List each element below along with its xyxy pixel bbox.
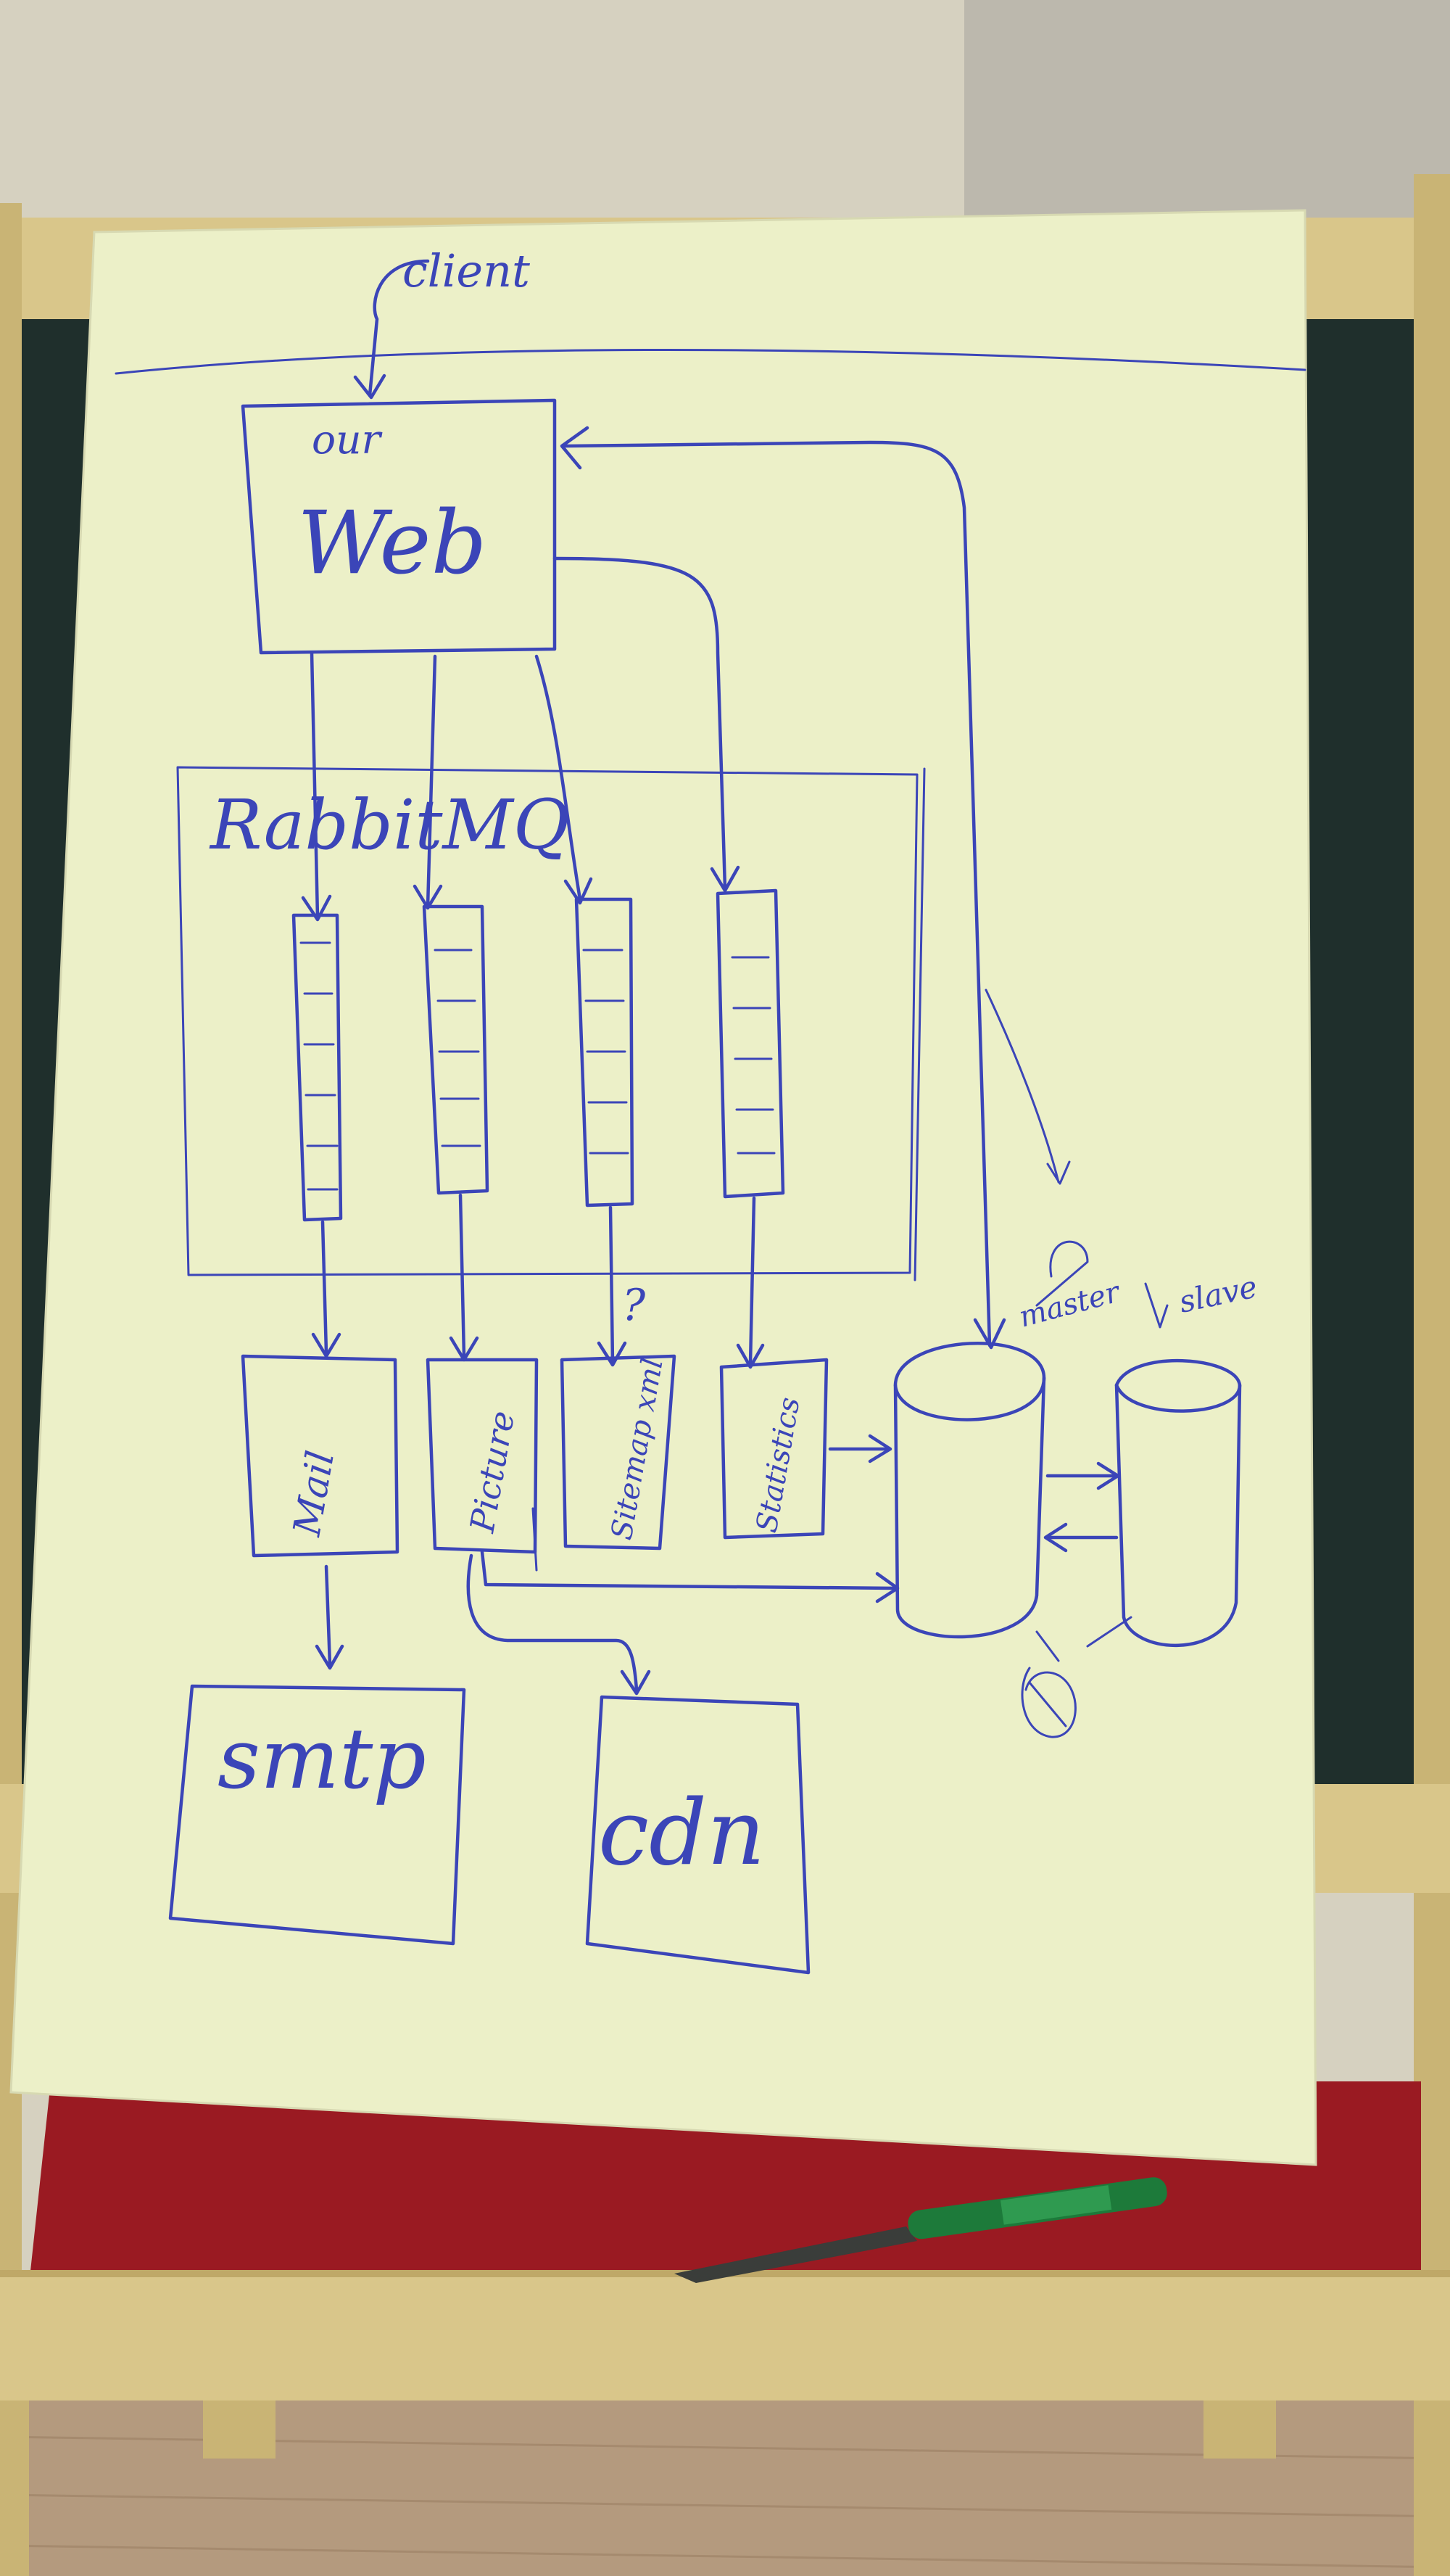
queue-picture xyxy=(422,904,489,1195)
client-separator-line xyxy=(115,349,1306,375)
picture-to-cdn-arrow xyxy=(466,1553,639,1692)
easel-leg-right xyxy=(1204,2393,1276,2459)
cdn-box: cdn xyxy=(585,1695,811,1975)
smtp-box: smtp xyxy=(168,1684,466,1946)
marker-pen xyxy=(674,2177,1167,2283)
web-to-queue-stats-arrow xyxy=(552,556,727,891)
web-box-label: Web xyxy=(297,493,486,594)
web-to-queue-mail-arrow xyxy=(310,651,320,920)
smtp-label: smtp xyxy=(218,1711,426,1808)
client-to-web-arrow xyxy=(368,259,430,397)
paper xyxy=(11,210,1316,2165)
queue-stats-to-worker-arrow xyxy=(748,1196,756,1366)
db-slave: slave xyxy=(1114,1268,1260,1648)
db-to-web-arrow xyxy=(563,440,992,1347)
easel-left-post xyxy=(0,203,22,2576)
queue-picture-to-worker-arrow xyxy=(458,1193,466,1358)
queue-sitemap xyxy=(574,897,634,1208)
rabbitmq-label: RabbitMQ xyxy=(209,785,570,865)
web-box-top-label: our xyxy=(312,416,383,463)
client-label: client xyxy=(402,244,530,297)
cdn-label: cdn xyxy=(598,1780,766,1886)
web-to-queue-picture-arrow xyxy=(426,654,437,909)
db-scribble-top xyxy=(985,988,1060,1184)
queue-sitemap-to-worker-arrow xyxy=(608,1205,615,1366)
web-box xyxy=(241,398,557,655)
queue-mail xyxy=(291,913,343,1222)
easel-leg-left xyxy=(203,2393,276,2459)
queue-stats xyxy=(716,888,785,1199)
easel-leg-far-left xyxy=(0,2393,29,2576)
mail-to-smtp-arrow xyxy=(324,1564,332,1667)
tray-front-board xyxy=(0,2270,1450,2400)
rabbitmq-box xyxy=(176,766,919,1276)
worker-sitemap-note: ? xyxy=(622,1280,646,1331)
web-to-queue-sitemap-arrow xyxy=(534,654,582,901)
db-master-label-arrow xyxy=(1035,1240,1089,1307)
paper-sheet xyxy=(9,209,1317,2166)
wall-upper-right xyxy=(964,0,1450,218)
db-scribble-bottom xyxy=(1021,1616,1132,1738)
picture-to-db-arrow xyxy=(480,1550,898,1590)
queue-mail-to-worker-arrow xyxy=(320,1220,328,1355)
